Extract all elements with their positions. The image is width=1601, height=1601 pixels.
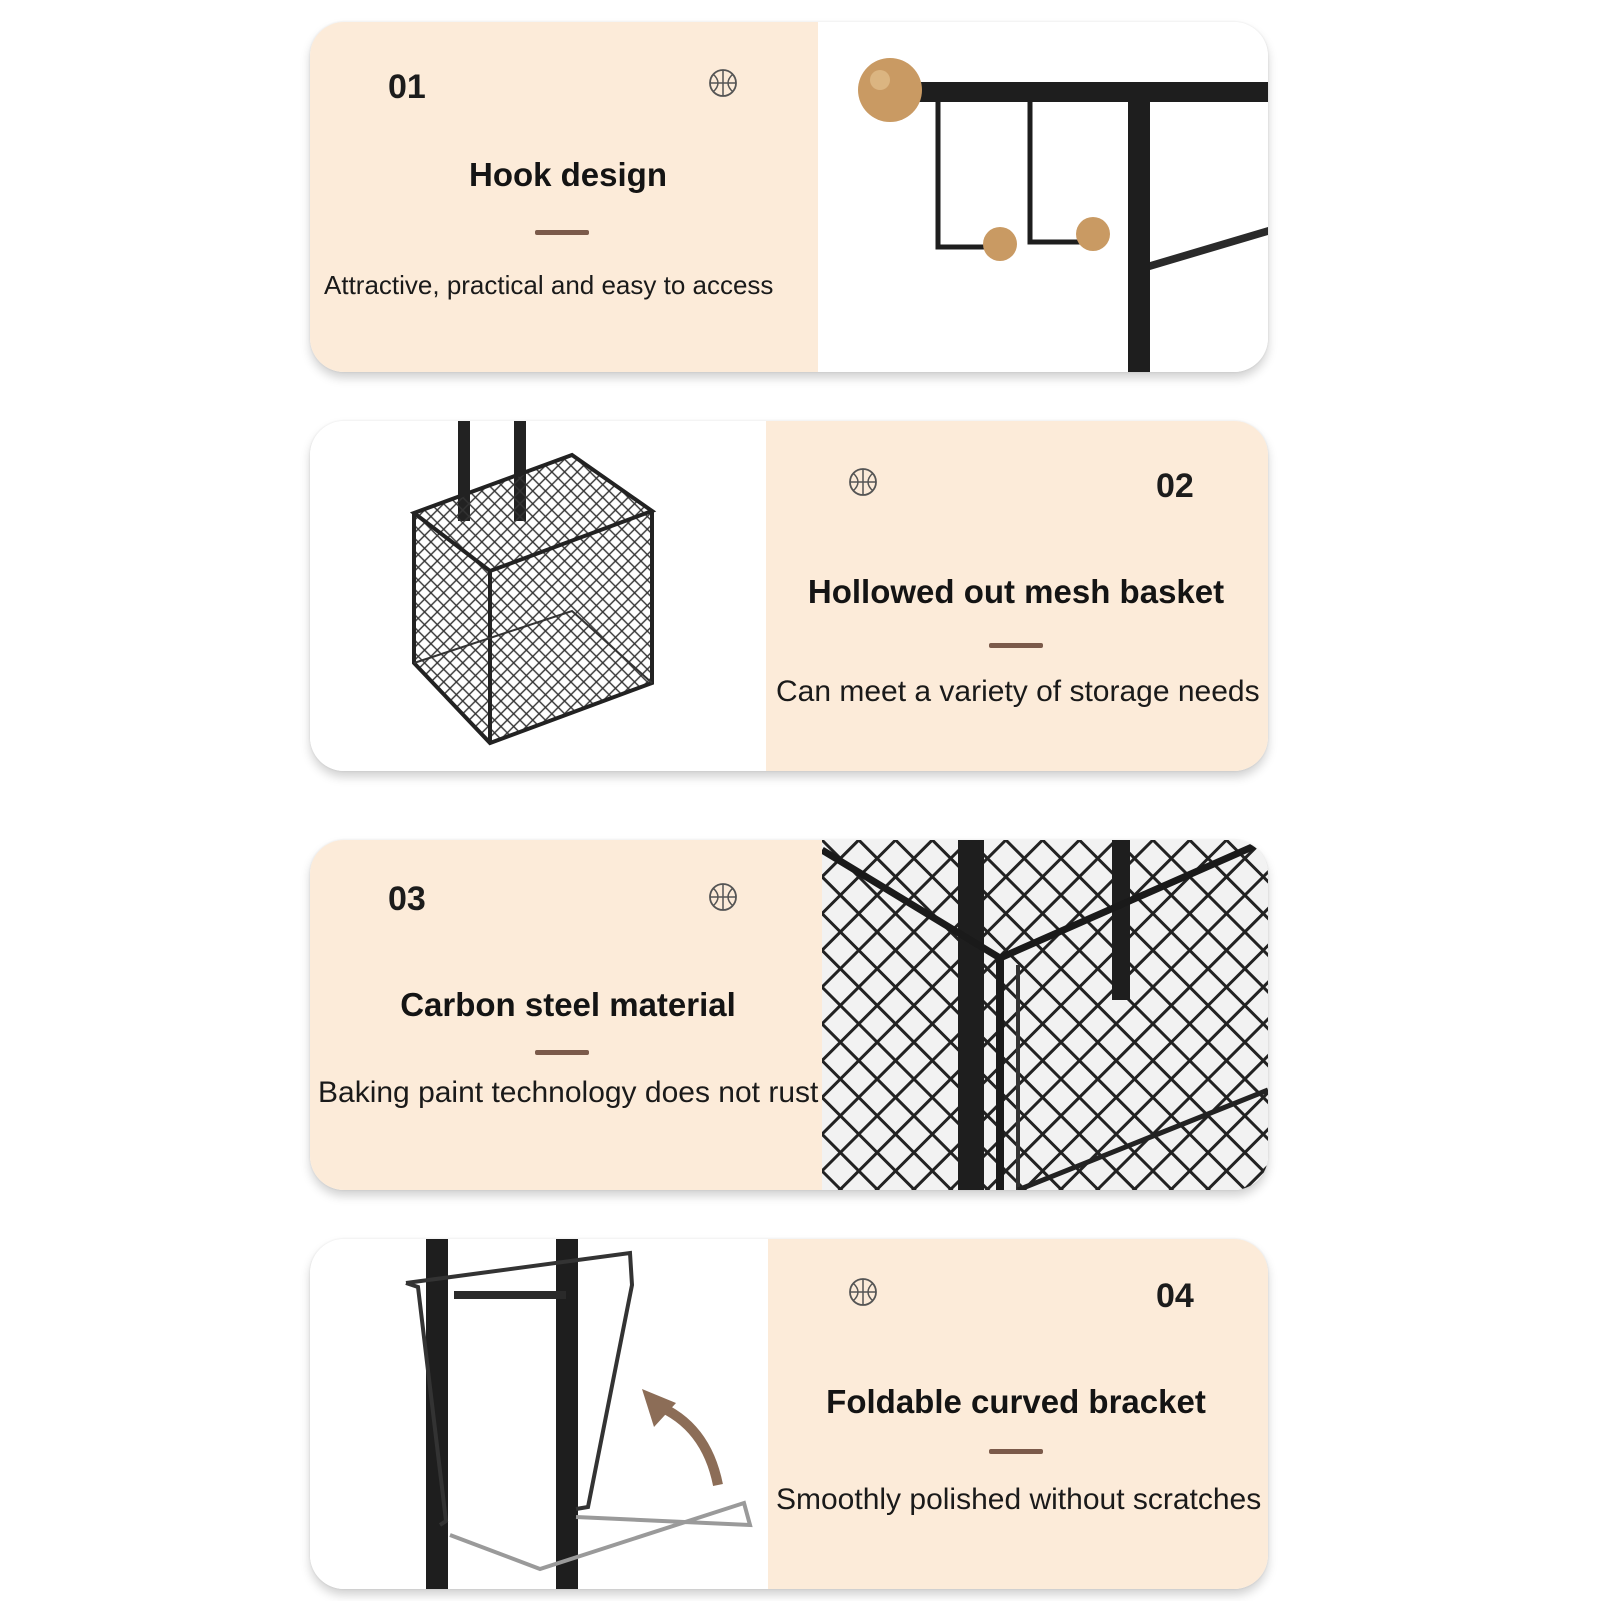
title-divider [989, 643, 1043, 648]
feature-number: 04 [1156, 1277, 1194, 1315]
coat-rack-hooks-photo [818, 22, 1268, 372]
title-divider [535, 1050, 589, 1055]
folding-bracket-photo [310, 1239, 768, 1589]
title-divider [989, 1449, 1043, 1454]
basketball-icon [709, 883, 737, 911]
feature-card-4: 04 Foldable curved bracket Smoothly poli… [310, 1239, 1268, 1589]
feature-number: 02 [1156, 467, 1194, 505]
feature-title: Hook design [468, 156, 668, 193]
feature-card-2: 02 Hollowed out mesh basket Can meet a v… [310, 421, 1268, 771]
basketball-icon [849, 1278, 877, 1306]
feature-subtitle: Baking paint technology does not rust [318, 1076, 819, 1109]
feature-number: 01 [388, 68, 426, 106]
feature-title: Hollowed out mesh basket [807, 573, 1225, 610]
mesh-closeup-photo [822, 840, 1268, 1190]
basketball-icon [709, 69, 737, 97]
feature-text-panel: 03 Carbon steel material Baking paint te… [310, 840, 822, 1190]
feature-text-panel: 01 Hook design Attractive, practical and… [310, 22, 818, 372]
feature-number: 03 [388, 880, 426, 918]
title-divider [535, 230, 589, 235]
feature-subtitle: Can meet a variety of storage needs [776, 675, 1260, 708]
feature-card-1: 01 Hook design Attractive, practical and… [310, 22, 1268, 372]
feature-title: Carbon steel material [400, 986, 736, 1023]
feature-card-3: 03 Carbon steel material Baking paint te… [310, 840, 1268, 1190]
feature-subtitle: Attractive, practical and easy to access [324, 270, 774, 300]
mesh-basket-photo [310, 421, 766, 771]
basketball-icon [849, 468, 877, 496]
feature-text-panel: 04 Foldable curved bracket Smoothly poli… [768, 1239, 1268, 1589]
feature-title: Foldable curved bracket [826, 1383, 1206, 1420]
feature-text-panel: 02 Hollowed out mesh basket Can meet a v… [766, 421, 1268, 771]
feature-subtitle: Smoothly polished without scratches [776, 1483, 1262, 1516]
